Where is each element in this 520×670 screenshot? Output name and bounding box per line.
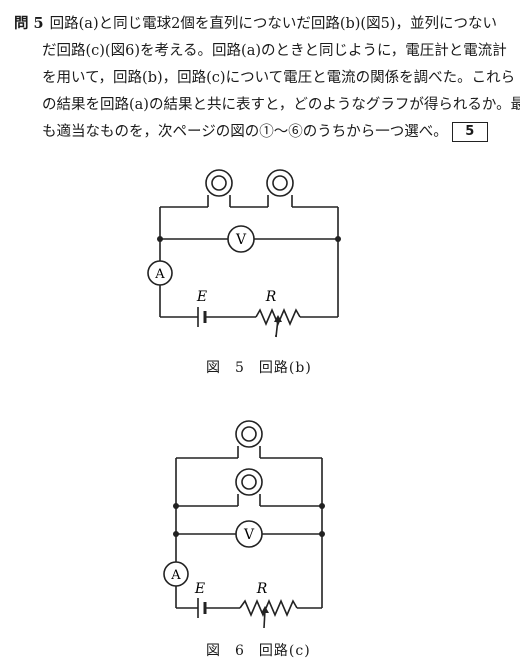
junction-dot <box>173 503 179 509</box>
junction-dot <box>319 503 325 509</box>
svg-text:V: V <box>243 527 255 543</box>
svg-text:V: V <box>235 232 247 248</box>
figure-6-circuit: V A E R <box>163 420 325 629</box>
parallel-branch-1 <box>175 446 323 534</box>
svg-text:A: A <box>170 568 181 583</box>
voltmeter-icon: V <box>227 225 255 253</box>
bulb-icon <box>235 468 263 496</box>
battery-icon: E <box>196 289 207 327</box>
answer-box[interactable]: 5 <box>451 122 488 142</box>
figure-5-circuit: V A E R <box>147 169 341 338</box>
svg-text:E: E <box>194 581 205 597</box>
bulb-icon <box>235 420 263 448</box>
svg-text:R: R <box>256 581 268 597</box>
parallel-branch-2 <box>176 494 322 507</box>
ammeter-icon: A <box>147 260 173 286</box>
question-line-5: も適当なものを，次ページの図の①～⑥のうちから一つ選べ。5 <box>14 119 510 146</box>
question-line-3: を用いて，回路(b)，回路(c)について電圧と電流の関係を調べた。これら <box>42 70 516 86</box>
ammeter-icon: A <box>163 561 189 587</box>
question-line-4: の結果を回路(a)の結果と共に表すと，どのようなグラフが得られるか。最 <box>42 97 520 113</box>
svg-text:A: A <box>154 267 165 282</box>
variable-resistor-icon: R <box>255 289 301 338</box>
bulb-icon <box>266 169 294 197</box>
battery-icon: E <box>194 581 207 618</box>
question-line-2: だ回路(c)(図6)を考える。回路(a)のときと同じように，電圧計と電流計 <box>42 43 507 59</box>
voltmeter-icon: V <box>235 520 263 548</box>
question-number: 問 5 <box>14 15 44 32</box>
bulb-icon <box>205 169 233 197</box>
svg-text:E: E <box>196 289 207 305</box>
series-top-loop <box>159 195 339 239</box>
svg-text:R: R <box>265 289 277 305</box>
variable-resistor-icon: R <box>239 581 298 629</box>
